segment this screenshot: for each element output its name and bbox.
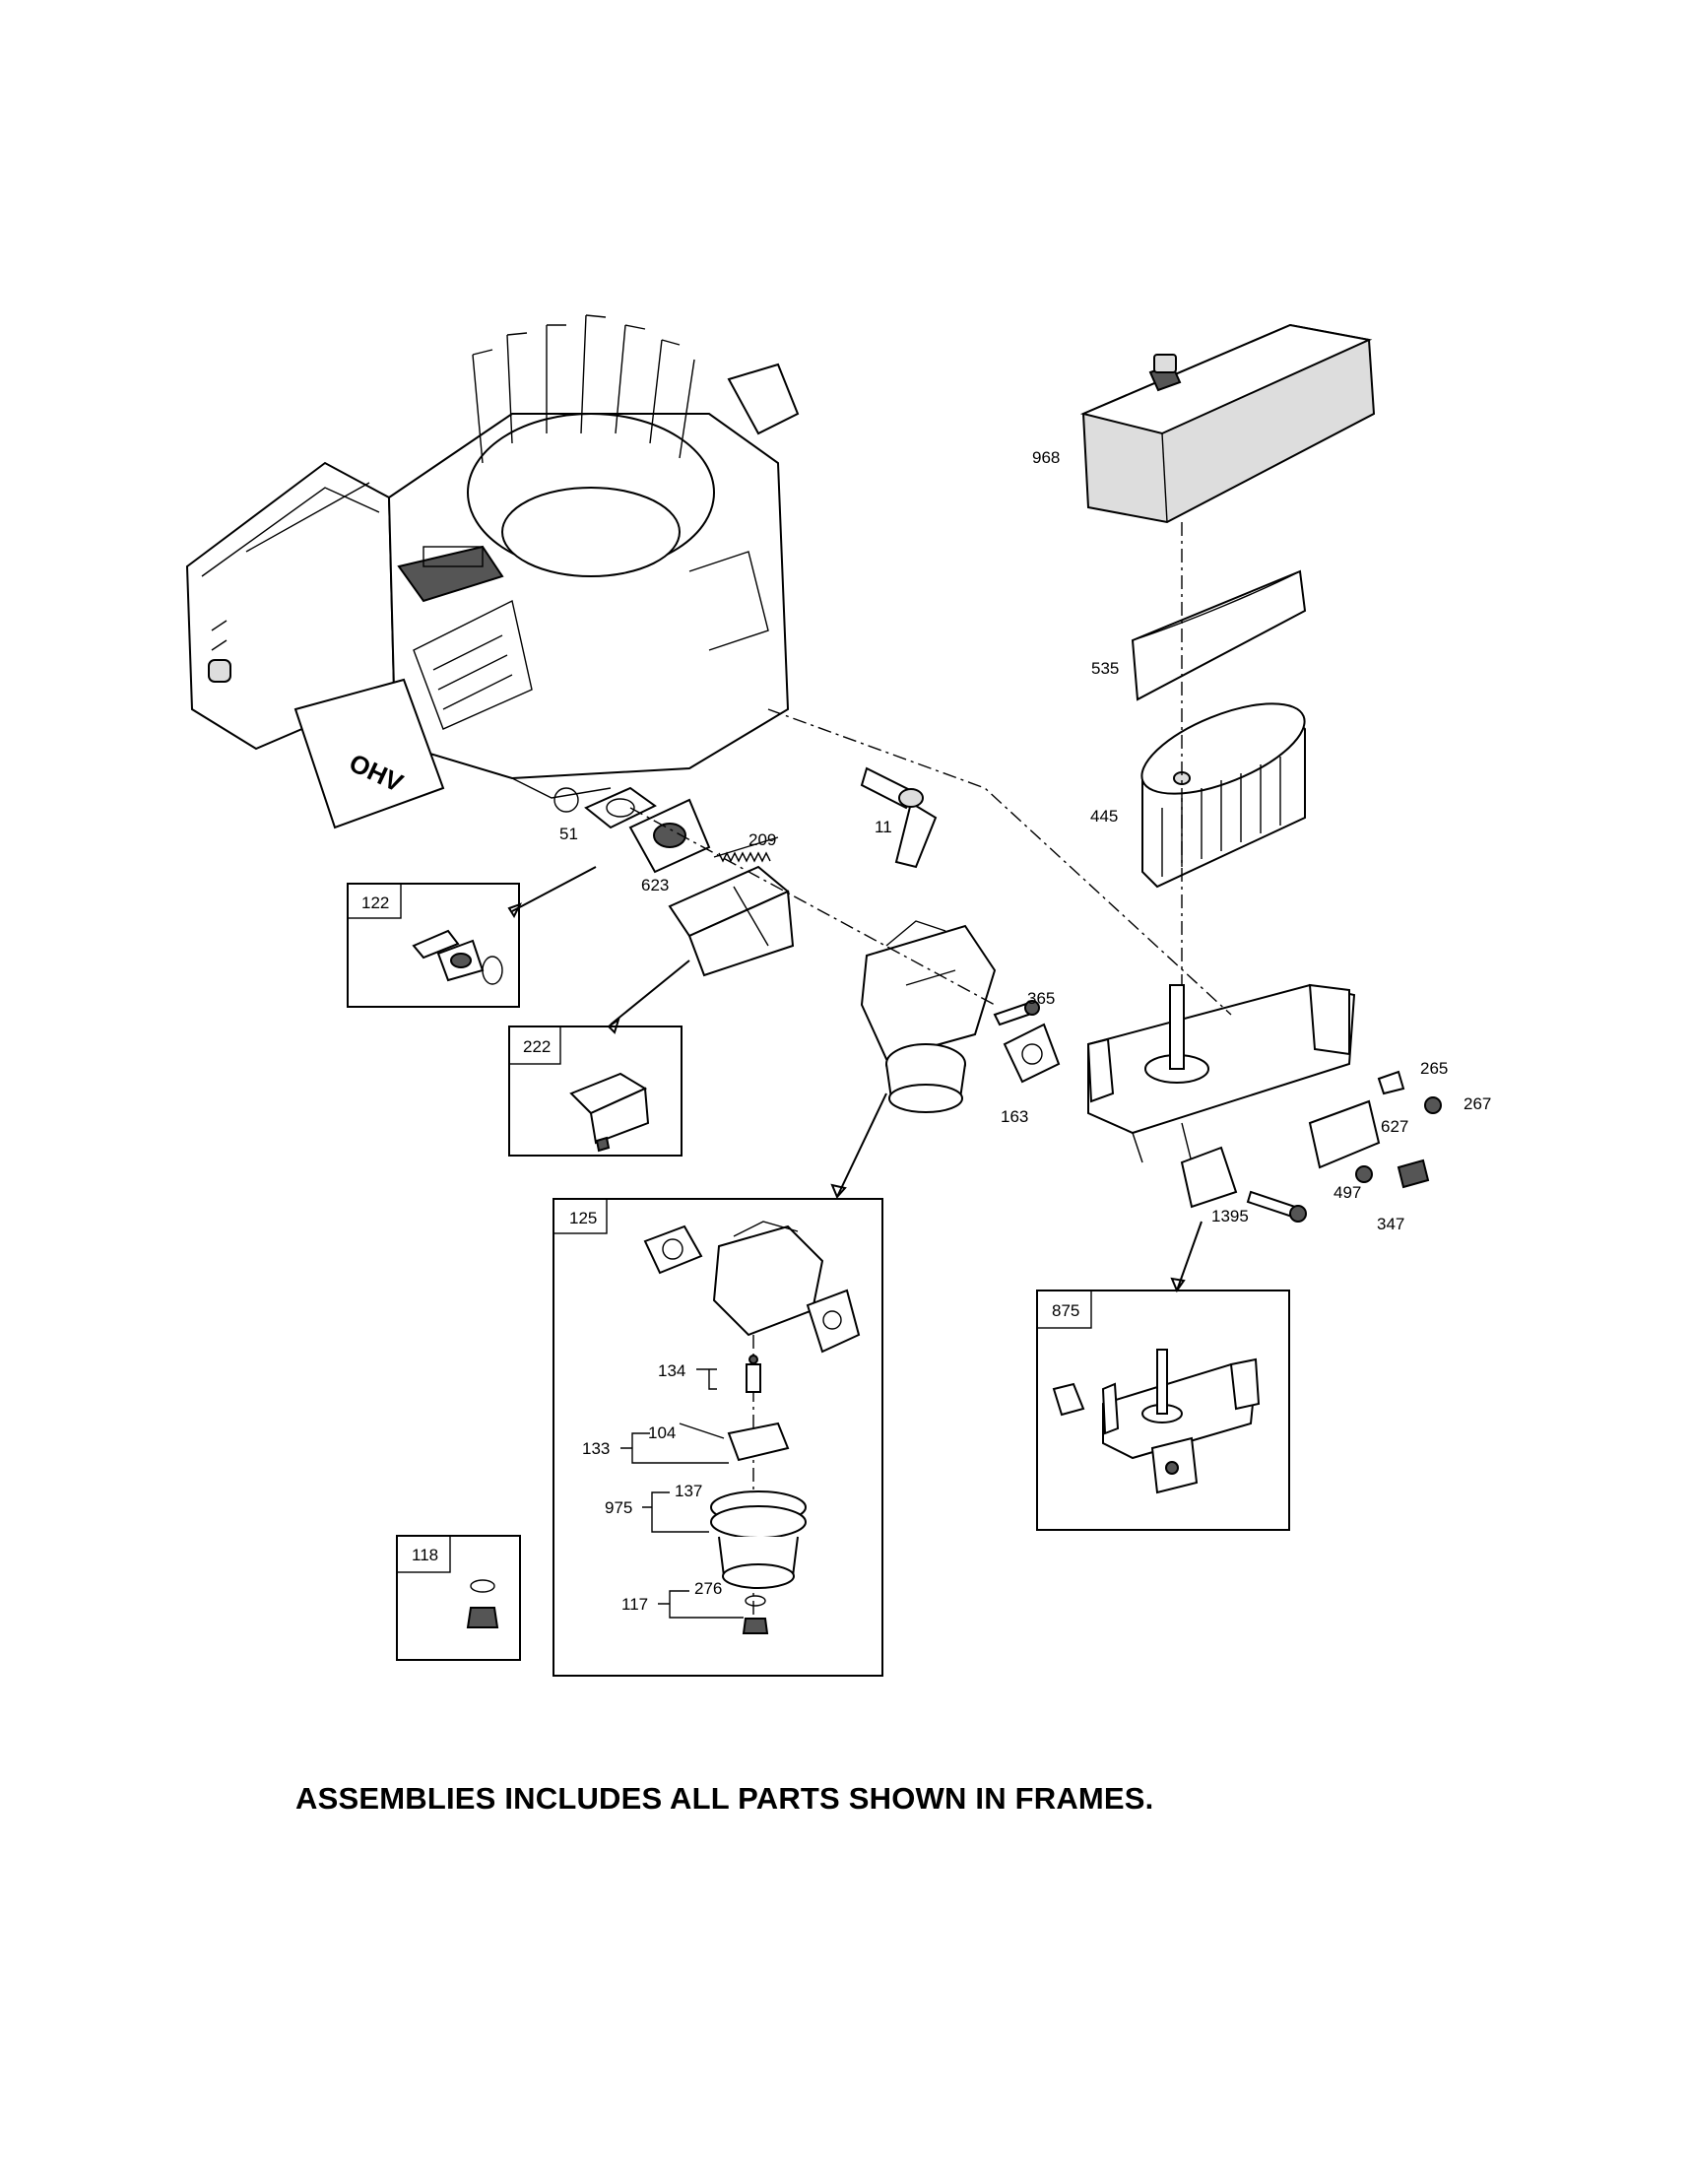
air-cleaner-cover-968 xyxy=(1079,323,1376,524)
footer-note: ASSEMBLIES INCLUDES ALL PARTS SHOWN IN F… xyxy=(295,1781,1154,1816)
carburetor xyxy=(860,920,997,1113)
bolt-365 xyxy=(993,1000,1040,1026)
frame-875: 875 xyxy=(1036,1290,1290,1531)
callout-365: 365 xyxy=(1027,989,1055,1008)
callout-445: 445 xyxy=(1090,807,1118,826)
frame-875-label: 875 xyxy=(1052,1301,1079,1320)
callout-276: 276 xyxy=(694,1579,722,1598)
frame-118: 118 xyxy=(396,1535,521,1661)
callout-267: 267 xyxy=(1463,1094,1491,1113)
frame-122: 122 xyxy=(347,883,520,1008)
callout-209: 209 xyxy=(748,830,776,849)
pre-cleaner-535 xyxy=(1131,569,1307,701)
callout-104: 104 xyxy=(648,1423,676,1442)
frame-222: 222 xyxy=(508,1026,683,1157)
callout-623: 623 xyxy=(641,876,669,894)
callout-137: 137 xyxy=(675,1482,702,1500)
spring-209 xyxy=(713,836,779,863)
callout-134: 134 xyxy=(658,1361,685,1380)
callout-975: 975 xyxy=(605,1498,632,1517)
assembly-centerlines xyxy=(629,522,1232,1016)
frame-125-label: 125 xyxy=(569,1209,597,1227)
air-cleaner-base xyxy=(1086,983,1356,1163)
callout-133: 133 xyxy=(582,1439,610,1458)
breather-tube-11 xyxy=(860,766,938,869)
frame-222-label: 222 xyxy=(523,1037,551,1056)
callout-627: 627 xyxy=(1381,1117,1408,1136)
engine-block: OHV xyxy=(185,314,800,829)
callout-117: 117 xyxy=(621,1595,648,1614)
frame-122-label: 122 xyxy=(361,893,389,912)
callout-163: 163 xyxy=(1001,1107,1028,1126)
intake-623 xyxy=(628,798,711,874)
callouts: 968 535 445 51 623 209 11 365 163 265 26… xyxy=(559,448,1491,1233)
callout-497: 497 xyxy=(1333,1183,1361,1202)
callout-968: 968 xyxy=(1032,448,1060,467)
air-filter-445 xyxy=(1140,702,1306,889)
callout-347: 347 xyxy=(1377,1215,1404,1233)
callout-1395: 1395 xyxy=(1211,1207,1249,1225)
callout-265: 265 xyxy=(1420,1059,1448,1078)
frame-leaders xyxy=(507,866,1203,1293)
hardware-right xyxy=(1180,1070,1442,1223)
callout-535: 535 xyxy=(1091,659,1119,678)
callout-11: 11 xyxy=(875,818,892,836)
callout-51: 51 xyxy=(559,825,578,843)
gasket-51 xyxy=(584,786,657,829)
gasket-163 xyxy=(1003,1023,1061,1084)
frame-125: 125 134 133 104 137 975 27 xyxy=(553,1198,883,1677)
control-bracket xyxy=(668,865,795,977)
frame-118-label: 118 xyxy=(412,1546,438,1564)
